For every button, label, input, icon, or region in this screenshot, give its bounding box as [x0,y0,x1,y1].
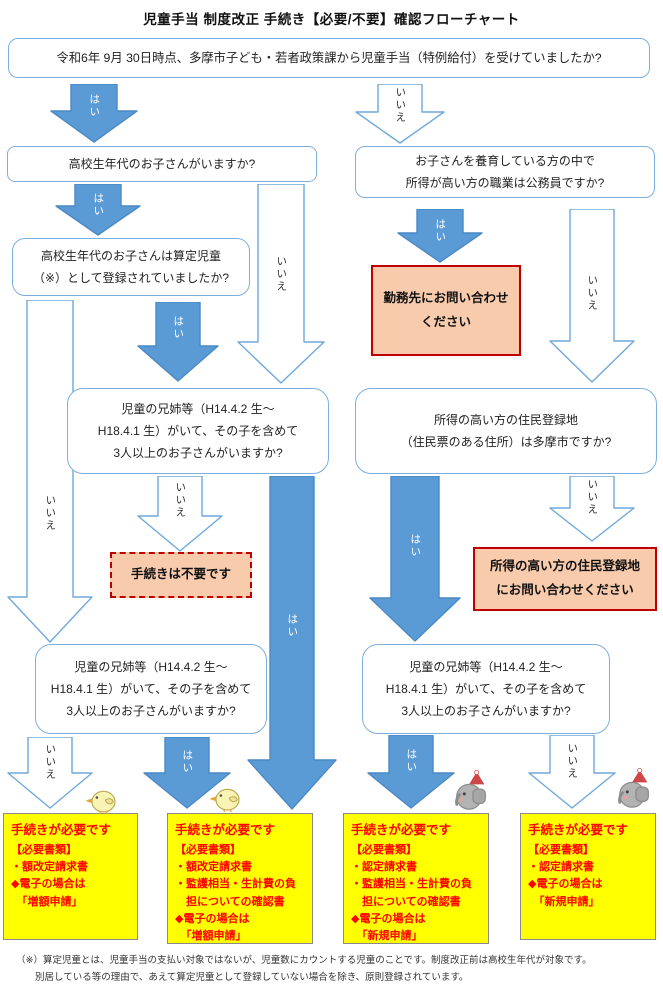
arrow-no-siblings-a-notrequired: いいえ [137,476,223,552]
result-3-body: 【必要書類】 ・認定請求書 ・監護相当・生計費の負 担についての確認書 ◆電子の… [351,844,472,942]
arrow-label: いいえ [44,743,57,781]
arrow-label: いいえ [586,274,599,312]
node-registered-question: 高校生年代のお子さんは算定児童 （※）として登録されていましたか? [12,238,250,296]
result-2-body: 【必要書類】 ・額改定請求書 ・監護相当・生計費の負 担についての確認書 ◆電子… [175,844,296,942]
arrow-no-servant-residence: いいえ [549,209,635,383]
outcome-contact-employer: 勤務先にお問い合わせ ください [371,265,521,356]
node-start-question: 令和6年 9月 30日時点、多摩市子ども・若者政策課から児童手当（特例給付）を受… [8,38,650,78]
arrow-yes-siblings-a-result2: はい [247,476,337,810]
result-box-2: 手続きが必要です 【必要書類】 ・額改定請求書 ・監護相当・生計費の負 担につい… [167,813,313,944]
result-box-1: 手続きが必要です 【必要書類】 ・額改定請求書 ◆電子の場合は 「増額申請」 [3,813,138,940]
elephant-icon [618,768,649,808]
arrow-yes-registered-siblings-a: はい [137,302,219,382]
footnote: （※）算定児童とは、児童手当の支払い対象ではないが、児童数にカウントする児童のこ… [16,955,592,983]
arrow-label: いいえ [566,742,579,780]
result-4-body: 【必要書類】 ・認定請求書 ◆電子の場合は 「新規申請」 [528,844,603,908]
result-box-3: 手続きが必要です 【必要書類】 ・認定請求書 ・監護相当・生計費の負 担について… [343,813,489,944]
result-2-heading: 手続きが必要です [175,823,276,837]
arrow-no-residence-contact: いいえ [549,476,635,542]
arrow-no-siblings-c-result4: いいえ [528,735,616,809]
arrow-label: はい [92,192,105,218]
arrow-no-start-right: いいえ [355,84,445,144]
result-box-4: 手続きが必要です 【必要書類】 ・認定請求書 ◆電子の場合は 「新規申請」 [520,813,656,940]
result-1-heading: 手続きが必要です [11,823,112,837]
arrow-label: いいえ [275,255,288,293]
arrow-label: はい [286,613,299,639]
arrow-label: はい [409,533,422,559]
arrow-no-siblings-b-result1: いいえ [7,737,93,809]
arrow-yes-start-left: はい [50,84,138,143]
arrow-yes-siblings-b-result2: はい [143,737,231,809]
page-title: 児童手当 制度改正 手続き【必要/不要】確認フローチャート [143,12,520,27]
node-siblings-question-b: 児童の兄姉等（H14.4.2 生～ H18.4.1 生）がいて、その子を含めて … [35,644,267,734]
arrow-yes-highschool-registered: はい [55,184,141,236]
arrow-label: はい [88,93,101,119]
node-public-servant-question: お子さんを養育している方の中で 所得が高い方の職業は公務員ですか? [355,146,655,198]
result-3-heading: 手続きが必要です [351,823,452,837]
result-4-heading: 手続きが必要です [528,823,629,837]
arrow-label: はい [181,749,194,775]
chick-icon [209,788,240,812]
arrow-label: いいえ [394,86,407,124]
result-1-body: 【必要書類】 ・額改定請求書 ◆電子の場合は 「増額申請」 [11,844,88,908]
outcome-contact-municipality: 所得の高い方の住民登録地 にお問い合わせください [473,547,657,611]
node-siblings-question-c: 児童の兄姉等（H14.4.2 生～ H18.4.1 生）がいて、その子を含めて … [362,644,610,734]
arrow-label: はい [172,315,185,341]
node-residence-question: 所得の高い方の住民登録地 （住民票のある住所）は多摩市ですか? [355,388,657,474]
arrow-label: いいえ [174,481,187,519]
arrow-no-highschool-siblings-a: いいえ [237,184,325,384]
arrow-label: いいえ [586,478,599,516]
arrow-yes-residence-siblings-c: はい [369,476,461,642]
arrow-label: いいえ [44,494,57,532]
arrow-yes-siblings-c-result3: はい [367,735,455,809]
chick-icon [85,790,116,814]
arrow-label: はい [434,218,447,244]
elephant-icon [455,770,486,810]
arrow-no-registered-siblings-b: いいえ [7,300,93,643]
node-siblings-question-a: 児童の兄姉等（H14.4.2 生～ H18.4.1 生）がいて、その子を含めて … [67,388,329,474]
outcome-not-required: 手続きは不要です [110,552,252,598]
arrow-label: はい [405,748,418,774]
arrow-yes-servant-employer: はい [397,209,483,263]
node-highschool-question: 高校生年代のお子さんがいますか? [7,146,317,182]
